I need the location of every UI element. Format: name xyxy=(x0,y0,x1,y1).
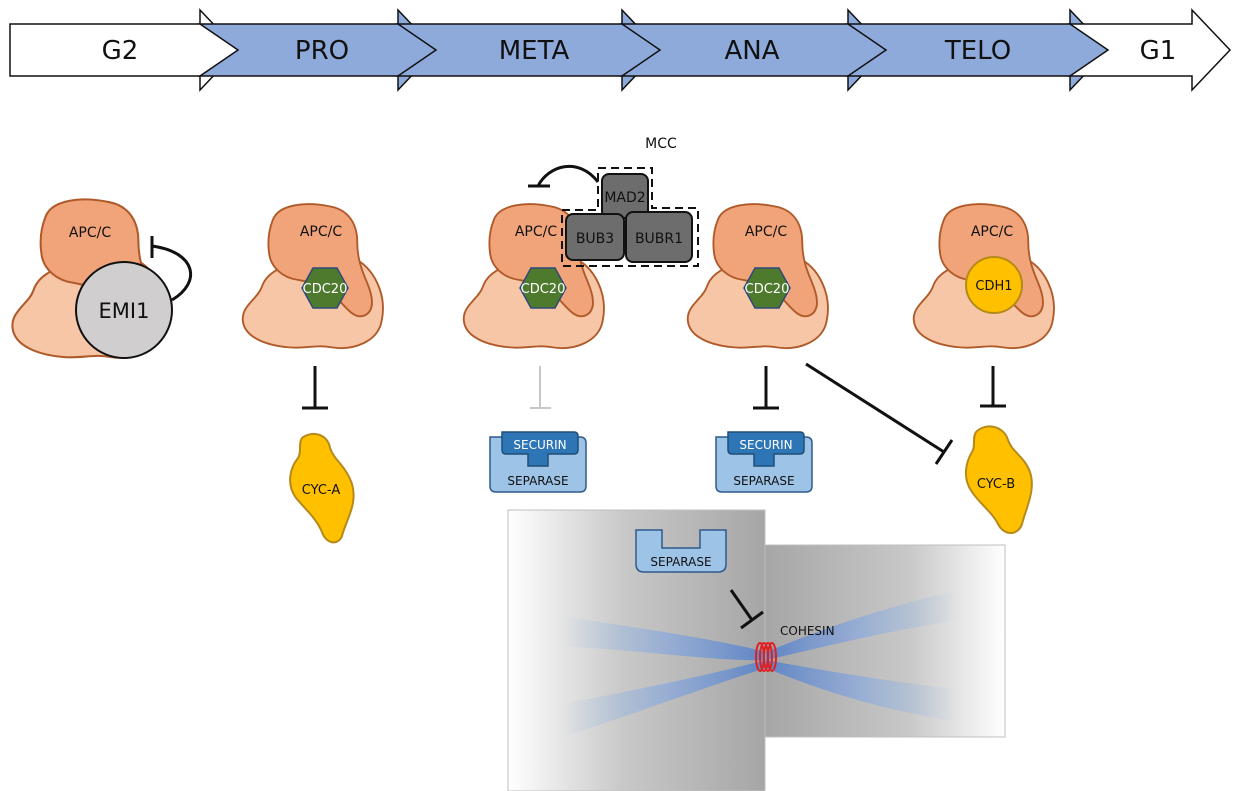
apc-label: APC/C xyxy=(300,224,343,240)
apc-complex-telo: APC/C CDH1 xyxy=(912,203,1055,350)
phase-arrow-g2: G2 xyxy=(9,8,240,92)
phase-arrow-meta: META xyxy=(395,8,662,92)
apc-complex-g2: APC/C EMI1 xyxy=(11,198,192,359)
separase-cohesin-inhibition-bar xyxy=(740,610,764,630)
cyc-b-label: CYC-B xyxy=(977,477,1015,492)
mcc-label: MCC xyxy=(645,136,677,152)
apc-label: APC/C xyxy=(971,224,1014,240)
cyc-a-label: CYC-A xyxy=(302,483,341,498)
securin-shape xyxy=(501,431,579,467)
mcc-inhibition-arc xyxy=(536,164,600,187)
phase-label-g1: G1 xyxy=(1140,36,1177,66)
apc-complex-ana: APC/C CDC20 xyxy=(686,203,829,350)
cdc20-label: CDC20 xyxy=(521,282,566,297)
cyc-b-shape xyxy=(965,425,1033,534)
emi1-protein xyxy=(75,261,173,359)
apc-label: APC/C xyxy=(515,224,558,240)
cdc20-label: CDC20 xyxy=(303,282,348,297)
phase-label-g2: G2 xyxy=(102,36,139,66)
inhibition-telo-cycb xyxy=(980,366,1006,408)
chromosome-arm xyxy=(560,660,766,738)
phase-label-meta: META xyxy=(499,36,570,66)
mad2-block xyxy=(601,173,649,219)
inhibition-ana-securin xyxy=(753,366,779,410)
cohesin-rings xyxy=(755,642,777,672)
phase-timeline: G2 PRO META ANA TELO G1 xyxy=(9,8,1232,92)
phase-arrow-telo: TELO xyxy=(845,8,1110,92)
phase-arrow-ana: ANA xyxy=(619,8,888,92)
mcc-dashed-outline xyxy=(561,167,699,267)
free-separase-label: SEPARASE xyxy=(650,555,711,569)
inhibition-ana-cycb xyxy=(805,362,954,465)
bubr1-label: BUBR1 xyxy=(635,231,683,247)
securin-shape xyxy=(727,431,805,467)
cdh1-label: CDH1 xyxy=(975,279,1012,294)
emi1-inhibition-arc xyxy=(151,244,192,302)
cdc20-label: CDC20 xyxy=(745,282,790,297)
separase-label: SEPARASE xyxy=(733,474,794,488)
cyclin-b: CYC-B xyxy=(965,425,1033,534)
mad2-label: MAD2 xyxy=(604,190,645,206)
mcc-complex: MCC MAD2 BUB3 BUBR1 xyxy=(528,136,699,267)
apc-complex-meta: APC/C CDC20 xyxy=(462,203,605,350)
separase-cohesin-inhibition xyxy=(729,589,754,621)
emi1-label: EMI1 xyxy=(99,299,150,323)
chromosome-arm xyxy=(560,616,766,661)
separase-label: SEPARASE xyxy=(507,474,568,488)
securin-separase-ana: SECURIN SEPARASE xyxy=(715,431,813,493)
cohesin-label: COHESIN xyxy=(780,624,835,638)
securin-separase-meta: SECURIN SEPARASE xyxy=(489,431,587,493)
inhibition-meta-securin-faded xyxy=(530,366,551,409)
apc-complex-pro: APC/C CDC20 xyxy=(241,203,384,350)
inhibition-pro-cyca xyxy=(302,366,328,410)
bubr1-block xyxy=(625,211,693,263)
bub3-label: BUB3 xyxy=(576,231,614,247)
cohesin-inset: COHESIN SEPARASE xyxy=(507,509,1006,791)
phase-label-ana: ANA xyxy=(724,36,779,66)
apc-label: APC/C xyxy=(745,224,788,240)
cdc20-hexagon xyxy=(301,267,349,309)
chromosome-arm xyxy=(766,660,960,722)
phase-label-telo: TELO xyxy=(944,36,1011,66)
cdc20-hexagon xyxy=(743,267,791,309)
phase-arrow-g1: G1 xyxy=(1067,8,1232,92)
cdh1-circle xyxy=(965,256,1023,314)
cyc-a-shape xyxy=(289,432,355,544)
securin-label: SECURIN xyxy=(739,438,792,452)
phase-arrow-pro: PRO xyxy=(197,8,438,92)
free-separase-shape xyxy=(635,529,727,573)
phase-label-pro: PRO xyxy=(295,36,349,66)
cyclin-a: CYC-A xyxy=(289,432,355,544)
inset-right-frame xyxy=(764,544,1006,738)
cdc20-hexagon xyxy=(519,267,567,309)
apc-label: APC/C xyxy=(69,225,112,241)
bub3-block xyxy=(565,213,625,261)
securin-label: SECURIN xyxy=(513,438,566,452)
chromosome-arm xyxy=(766,590,960,660)
